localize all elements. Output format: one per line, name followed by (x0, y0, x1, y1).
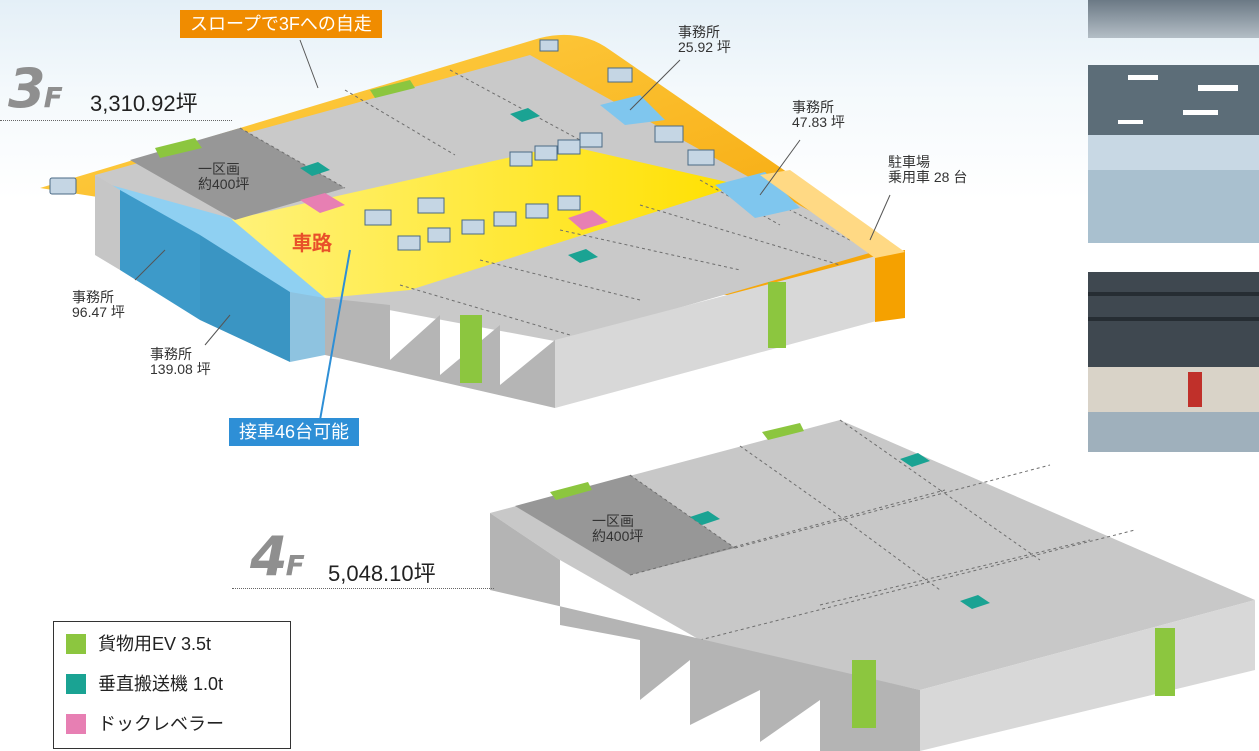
parking-label: 駐車場 乗用車 28 台 (888, 154, 968, 185)
office-47-label: 事務所 47.83 坪 (792, 99, 845, 130)
floor-3f-side-wall (555, 255, 880, 408)
legend-swatch-conveyor (66, 674, 86, 694)
parking-area (760, 170, 905, 258)
office-139-label: 事務所 139.08 坪 (150, 346, 211, 377)
berth-callout: 接車46台可能 (229, 418, 360, 446)
section-4f-label: 一区画 約400坪 (592, 513, 644, 544)
section-3f-label: 一区画 約400坪 (198, 161, 250, 192)
floor-3f-underline (0, 120, 232, 121)
route-label: 車路 (292, 233, 332, 255)
office-96-label: 事務所 96.47 坪 (72, 289, 125, 320)
dock-leveler (568, 210, 608, 230)
legend: 貨物用EV 3.5t 垂直搬送機 1.0t ドックレベラー (53, 621, 291, 749)
floor-4f-front-wall (490, 513, 920, 751)
freight-elevator (768, 282, 786, 348)
floor-4f (490, 419, 1255, 751)
floor-4f-underline (232, 588, 494, 589)
freight-elevator (1155, 628, 1175, 696)
photo-warehouse-interior (1088, 272, 1259, 452)
office-47-top (715, 172, 800, 218)
office-139-block (200, 235, 290, 362)
slope-callout: スロープで3Fへの自走 (180, 10, 382, 38)
dock-leveler (300, 193, 345, 213)
freight-elevator (460, 315, 482, 383)
photo-ramp (1088, 0, 1259, 38)
route-area (230, 145, 740, 298)
floor-3f-number: 3F (8, 57, 63, 120)
floor-4f-area: 5,048.10坪 (328, 561, 436, 586)
freight-elevator (852, 660, 876, 728)
photo-office-interior (1088, 65, 1259, 243)
floor-4f-top (490, 420, 1255, 690)
office-25-label: 事務所 25.92 坪 (678, 24, 731, 55)
office-front-right (290, 292, 325, 362)
legend-swatch-freight-ev (66, 634, 86, 654)
floor-3f-area: 3,310.92坪 (90, 91, 198, 116)
trucks (49, 39, 715, 251)
floor-3f-front-wall (325, 298, 555, 408)
section-4f (515, 475, 735, 575)
legend-swatch-dock-leveler (66, 714, 86, 734)
office-25-top (600, 95, 665, 125)
floor-4f-number: 4F (250, 525, 305, 588)
